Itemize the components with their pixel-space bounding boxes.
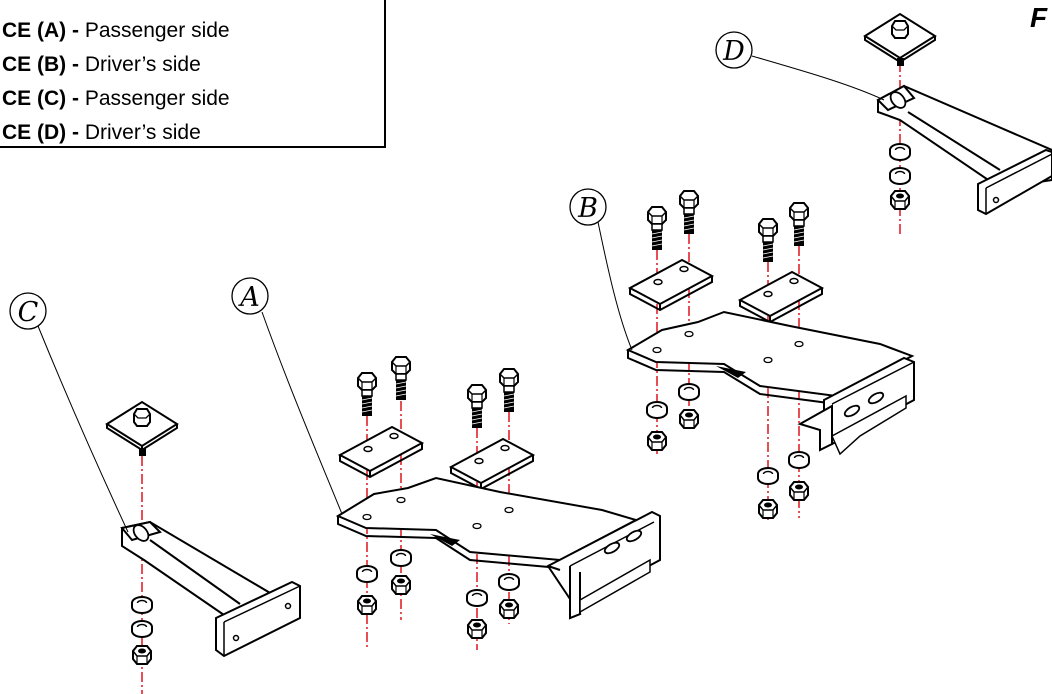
legend-item-d: CE (D) - Driver’s side (2, 121, 201, 144)
backing-plate-icon (450, 438, 534, 490)
hex-nut-icon (679, 409, 699, 429)
hex-nut-icon (357, 595, 377, 615)
callout-d-circle (715, 31, 753, 69)
washer-icon (356, 565, 378, 583)
hex-nut-icon (499, 599, 519, 619)
hex-nut-icon (789, 481, 809, 501)
legend-box: CE (A) - Passenger side CE (B) - Driver’… (0, 0, 386, 148)
backing-plate-icon (339, 426, 423, 478)
piece-a-assembly: A (231, 277, 661, 650)
callout-d-label: D (722, 36, 745, 67)
backing-plate-icon (106, 401, 178, 451)
callout-a-label: A (237, 282, 260, 313)
callout-b-circle (569, 188, 607, 226)
piece-b-bracket (625, 310, 915, 398)
callout-a-circle (231, 277, 269, 315)
hex-bolt-icon (679, 190, 699, 235)
washer-icon (498, 573, 520, 591)
piece-d-assembly: D (715, 13, 1052, 236)
corner-letter: F (1030, 2, 1048, 33)
legend-item-c: CE (C) - Passenger side (2, 87, 230, 110)
bolt-thread (139, 448, 146, 456)
hex-bolt-icon (499, 368, 519, 413)
hex-bolt-icon (789, 202, 809, 247)
callout-a-leader (261, 311, 343, 515)
hex-bolt-icon (467, 384, 487, 429)
washer-icon (678, 383, 700, 401)
backing-plate-icon (629, 259, 713, 311)
washer-icon (466, 589, 488, 607)
hex-nut-icon (467, 619, 487, 639)
hex-bolt-icon (758, 218, 778, 263)
callout-b-label: B (577, 193, 598, 224)
hex-nut-icon (758, 499, 778, 519)
hex-bolt-icon (647, 206, 667, 251)
washer-icon (889, 143, 911, 161)
hex-nut-icon (391, 575, 411, 595)
hex-nut-icon (890, 190, 910, 210)
legend-item-a: CE (A) - Passenger side (2, 19, 230, 42)
piece-a-bracket (335, 476, 639, 562)
hex-bolt-icon (391, 356, 411, 401)
backing-plate-icon (739, 271, 823, 323)
callout-c-label: C (18, 297, 39, 328)
hex-nut-icon (647, 431, 667, 451)
piece-b-assembly: B (569, 188, 915, 520)
piece-c-assembly: C (9, 292, 301, 694)
washer-icon (757, 467, 779, 485)
callout-c-circle (9, 292, 47, 330)
callout-d-leader (751, 55, 885, 101)
hex-nut-icon (132, 645, 152, 665)
callout-b-leader (597, 221, 633, 351)
hex-bolt-icon (357, 372, 377, 417)
washer-icon (889, 167, 911, 185)
washer-icon (646, 401, 668, 419)
legend-item-b: CE (B) - Driver’s side (2, 53, 201, 76)
callout-c-leader (37, 325, 129, 533)
washer-icon (788, 451, 810, 469)
washer-icon (131, 620, 153, 638)
washer-icon (390, 549, 412, 567)
washer-icon (131, 596, 153, 614)
backing-plate-icon (864, 13, 936, 63)
